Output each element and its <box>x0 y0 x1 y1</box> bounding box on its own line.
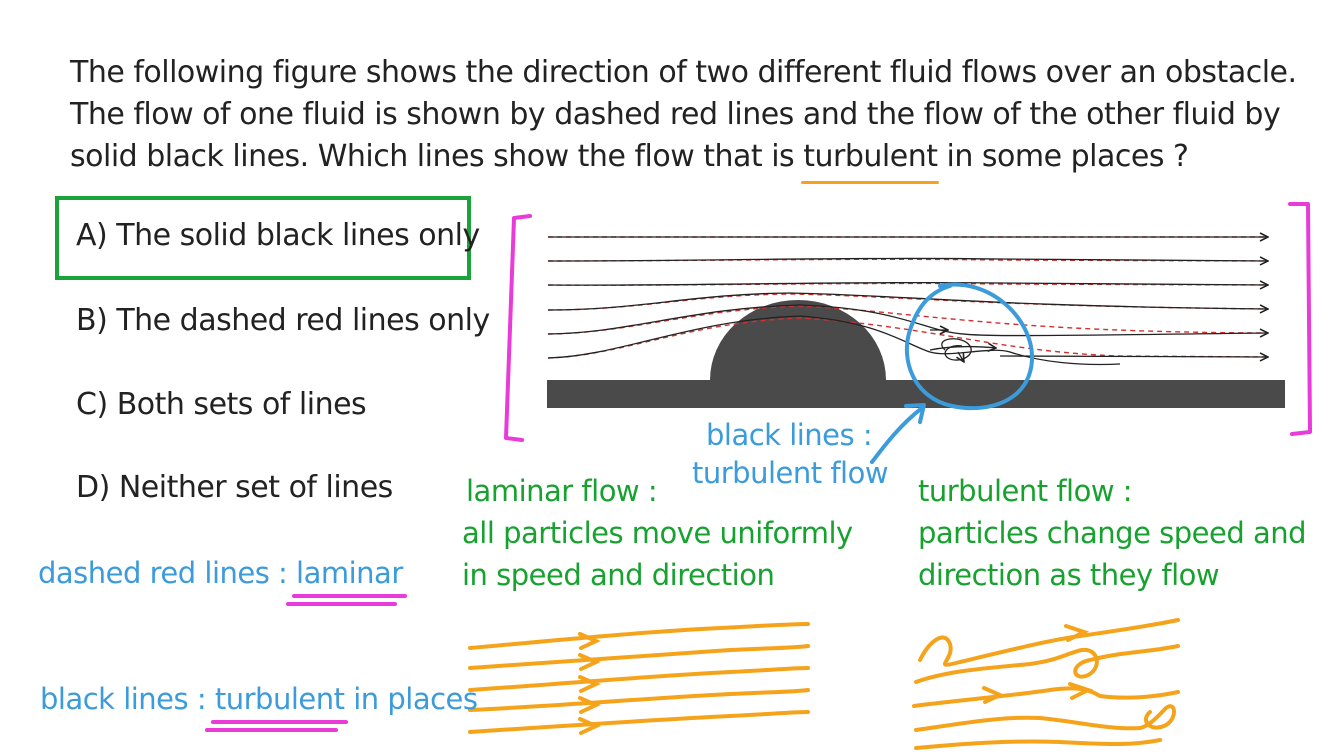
option-b[interactable]: B) The dashed red lines only <box>76 303 490 338</box>
laminar-line-1: all particles move uniformly <box>462 516 853 550</box>
left-bracket <box>504 214 532 442</box>
note-turbulent-value: turbulent <box>204 682 349 732</box>
note-black-suffix: in places <box>344 682 478 716</box>
turbulent-title: turbulent flow : <box>918 474 1133 508</box>
turbulent-flow-sketch <box>912 618 1180 750</box>
turbulent-highlight: turbulent <box>801 136 940 184</box>
option-d[interactable]: D) Neither set of lines <box>76 470 393 505</box>
right-bracket <box>1288 202 1312 436</box>
laminar-line-2: in speed and direction <box>462 558 775 592</box>
note-laminar-value: laminar <box>286 556 407 606</box>
annotation-arrowhead <box>904 403 926 424</box>
annotation-arrow <box>870 406 924 464</box>
question-line-2: The flow of one fluid is shown by dashed… <box>70 97 1281 132</box>
question-text: The following figure shows the direction… <box>70 52 1300 184</box>
annotation-turbulent-flow: turbulent flow <box>692 456 889 490</box>
turbulence-circle <box>904 282 1035 411</box>
note-dashed-prefix: dashed red lines : <box>38 556 297 590</box>
option-c[interactable]: C) Both sets of lines <box>76 387 367 422</box>
laminar-title: laminar flow : <box>466 474 658 508</box>
question-line-1: The following figure shows the direction… <box>70 55 1297 90</box>
laminar-flow-sketch <box>468 622 810 735</box>
question-line-3: solid black lines. Which lines show the … <box>70 136 1300 184</box>
question-line-3-start: solid black lines. Which lines show the … <box>70 139 804 174</box>
annotation-black-lines: black lines : <box>706 418 873 452</box>
option-a[interactable]: A) The solid black lines only <box>76 218 480 253</box>
note-black-prefix: black lines : <box>40 682 215 716</box>
semicircle-obstacle <box>710 300 886 380</box>
correct-answer-box <box>55 196 471 280</box>
question-line-3-end: in some places ? <box>937 139 1189 174</box>
turbulent-line-2: direction as they flow <box>918 558 1220 592</box>
note-dashed-red: dashed red lines : laminar <box>38 556 407 606</box>
turbulent-line-1: particles change speed and <box>918 516 1307 550</box>
note-black-lines: black lines : turbulent in places <box>40 682 478 732</box>
